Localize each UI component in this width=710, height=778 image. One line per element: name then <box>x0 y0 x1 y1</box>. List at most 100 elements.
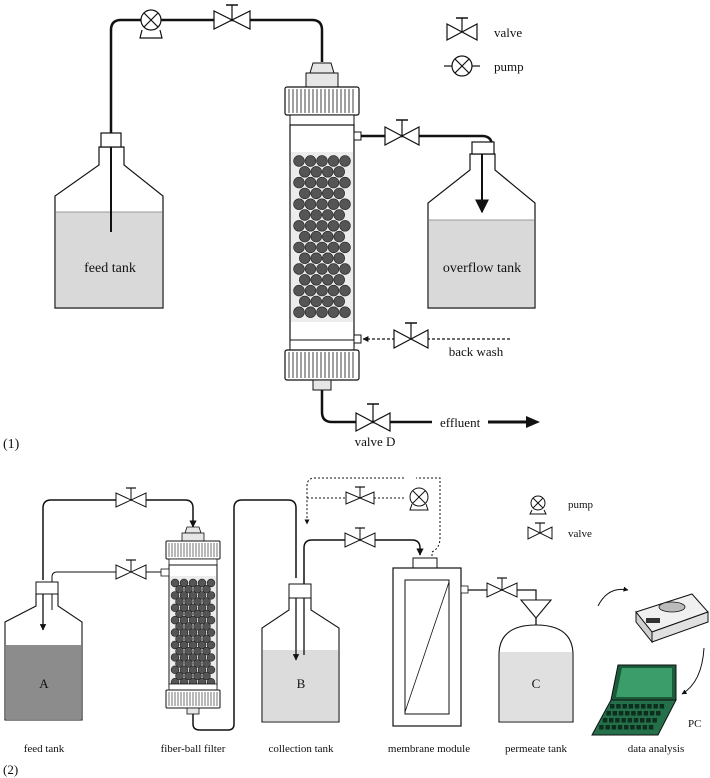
fiber-ball <box>316 176 328 189</box>
fiber-ball <box>339 263 351 275</box>
keyboard-key <box>627 718 633 723</box>
fiber-ball <box>316 263 328 275</box>
pc-label: PC <box>688 718 701 730</box>
valve-d-label: valve D <box>355 434 396 449</box>
fiber-ball <box>339 198 351 210</box>
keyboard-key <box>622 704 627 709</box>
legend-pump-label-2: pump <box>568 499 594 511</box>
back-wash-label: back wash <box>449 344 504 359</box>
fiber-ball <box>179 615 189 625</box>
fiber-ball <box>206 640 216 650</box>
fiber-ball <box>193 646 202 656</box>
feed-tank-a: A <box>4 581 83 721</box>
fiber-ball <box>333 187 345 200</box>
fiber-ball <box>310 252 322 264</box>
fiber-ball <box>293 155 305 167</box>
fiber-ball <box>197 640 207 650</box>
fiber-ball <box>299 230 311 243</box>
fiber-ball <box>327 263 340 275</box>
fiber-ball <box>188 615 198 625</box>
valve-icon <box>344 527 376 548</box>
valve-icon <box>527 522 553 540</box>
fiber-ball <box>197 591 207 600</box>
keyboard-key <box>599 725 604 730</box>
fiber-ball <box>193 622 202 631</box>
fiber-ball <box>188 665 198 674</box>
valve-icon <box>486 577 518 598</box>
keyboard-key <box>602 718 608 723</box>
tank-c-label: C <box>532 676 541 691</box>
fiber-ball <box>206 603 216 612</box>
keyboard-key <box>642 725 648 730</box>
legend-valve-label-1: valve <box>494 25 522 40</box>
fiber-ball <box>304 241 317 254</box>
fiber-ball <box>193 671 202 681</box>
fiber-ball <box>299 274 311 286</box>
fiber-ball <box>299 252 311 264</box>
valve-icon <box>213 4 251 30</box>
fiber-ball <box>316 220 328 232</box>
fiber-ball-column-1 <box>284 62 362 391</box>
fiber-ball <box>170 653 180 662</box>
pump-icon <box>529 495 547 515</box>
fiber-ball <box>188 591 198 600</box>
fiber-ball <box>322 295 334 308</box>
part2-label: (2) <box>3 762 18 777</box>
pump-icon <box>409 487 429 511</box>
fiber-ball <box>293 176 305 189</box>
fiber-ball <box>327 284 340 297</box>
fiber-ball <box>316 284 328 297</box>
keyboard-key <box>617 725 623 730</box>
valve-icon <box>115 559 147 580</box>
fiber-ball <box>327 198 340 210</box>
fiber-ball <box>202 671 211 681</box>
keyboard-key <box>630 725 635 730</box>
fiber-ball <box>202 659 211 668</box>
fiber-ball <box>170 615 180 625</box>
fiber-ball <box>188 653 198 662</box>
fiber-ball <box>175 609 184 619</box>
keyboard-key <box>624 725 629 730</box>
fiber-ball <box>197 603 207 612</box>
fiber-ball <box>206 653 216 662</box>
return-pipe-2 <box>51 571 161 582</box>
fiber-ball <box>202 597 211 606</box>
feed-tank-1: feed tank <box>54 132 164 309</box>
keyboard-key <box>616 704 621 709</box>
fiber-ball <box>170 640 180 650</box>
fiber-ball <box>170 591 180 600</box>
fiber-ball <box>188 578 198 588</box>
fiber-ball <box>170 628 180 637</box>
fiber-ball <box>202 622 211 631</box>
keyboard-key <box>631 711 636 716</box>
pump-icon <box>139 9 163 39</box>
fiber-ball <box>316 241 328 254</box>
tank-a-label: A <box>39 676 49 691</box>
fiber-ball <box>184 671 193 681</box>
part1-diagram: feed tank <box>3 4 540 452</box>
fiber-ball <box>339 176 351 189</box>
fiber-ball <box>202 584 211 594</box>
fiber-ball <box>322 252 334 264</box>
fiber-ball <box>316 306 328 318</box>
fiber-ball <box>184 609 193 619</box>
caption-feed-tank: feed tank <box>24 743 65 755</box>
fiber-ball <box>197 615 207 625</box>
legend-1: valve pump <box>444 17 524 77</box>
laptop-arrow <box>681 647 705 695</box>
fiber-ball <box>322 274 334 286</box>
fiber-ball <box>170 665 180 674</box>
fiber-ball <box>193 584 202 594</box>
fiber-ball <box>179 603 189 612</box>
keyboard-key <box>637 711 642 716</box>
permeate-tank-c: C <box>498 599 574 723</box>
fiber-ball <box>197 665 207 674</box>
pump-icon <box>444 55 480 77</box>
keyboard-key <box>606 711 611 716</box>
fiber-ball <box>175 659 184 668</box>
keyboard-key <box>612 711 618 716</box>
caption-collection-tank: collection tank <box>268 743 334 755</box>
fiber-ball <box>170 603 180 612</box>
fiber-ball <box>175 597 184 606</box>
